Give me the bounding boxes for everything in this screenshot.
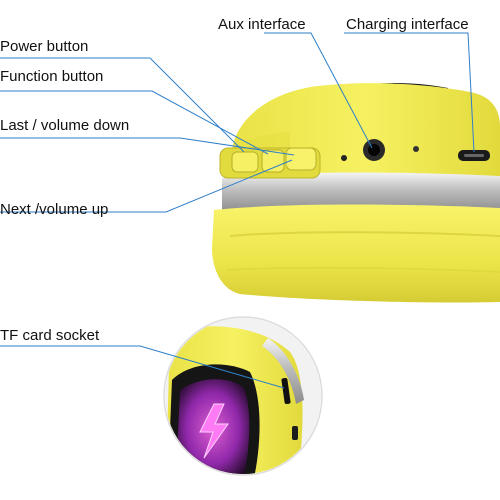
callout-last	[0, 137, 295, 156]
label-charging-interface: Charging interface	[346, 16, 469, 33]
power-button-shape	[231, 151, 259, 173]
label-tf-card-socket: TF card socket	[0, 327, 100, 344]
mic-hole	[341, 155, 347, 161]
label-last-volume-down: Last / volume down	[0, 117, 130, 134]
callout-aux	[264, 32, 373, 149]
led-hole	[413, 146, 419, 152]
label-aux-interface: Aux interface	[218, 16, 306, 33]
callout-charging	[344, 32, 475, 153]
chrome-ring	[222, 172, 500, 212]
last-button-shape	[261, 149, 285, 173]
callout-lines	[0, 32, 475, 389]
label-function-button: Function button	[0, 68, 104, 85]
tf-card-slot	[281, 377, 291, 405]
callout-tf	[0, 345, 285, 389]
tf-detail-circle	[163, 316, 323, 476]
label-next-volume-up: Next /volume up	[0, 201, 109, 218]
callout-function	[0, 90, 269, 155]
lightning-led-icon	[199, 403, 229, 459]
ear-cushion	[212, 204, 500, 303]
callout-power	[0, 57, 245, 153]
function-button-shape	[285, 147, 317, 171]
label-power-button: Power button	[0, 38, 89, 55]
button-cluster	[219, 147, 321, 179]
callout-next	[0, 159, 293, 213]
